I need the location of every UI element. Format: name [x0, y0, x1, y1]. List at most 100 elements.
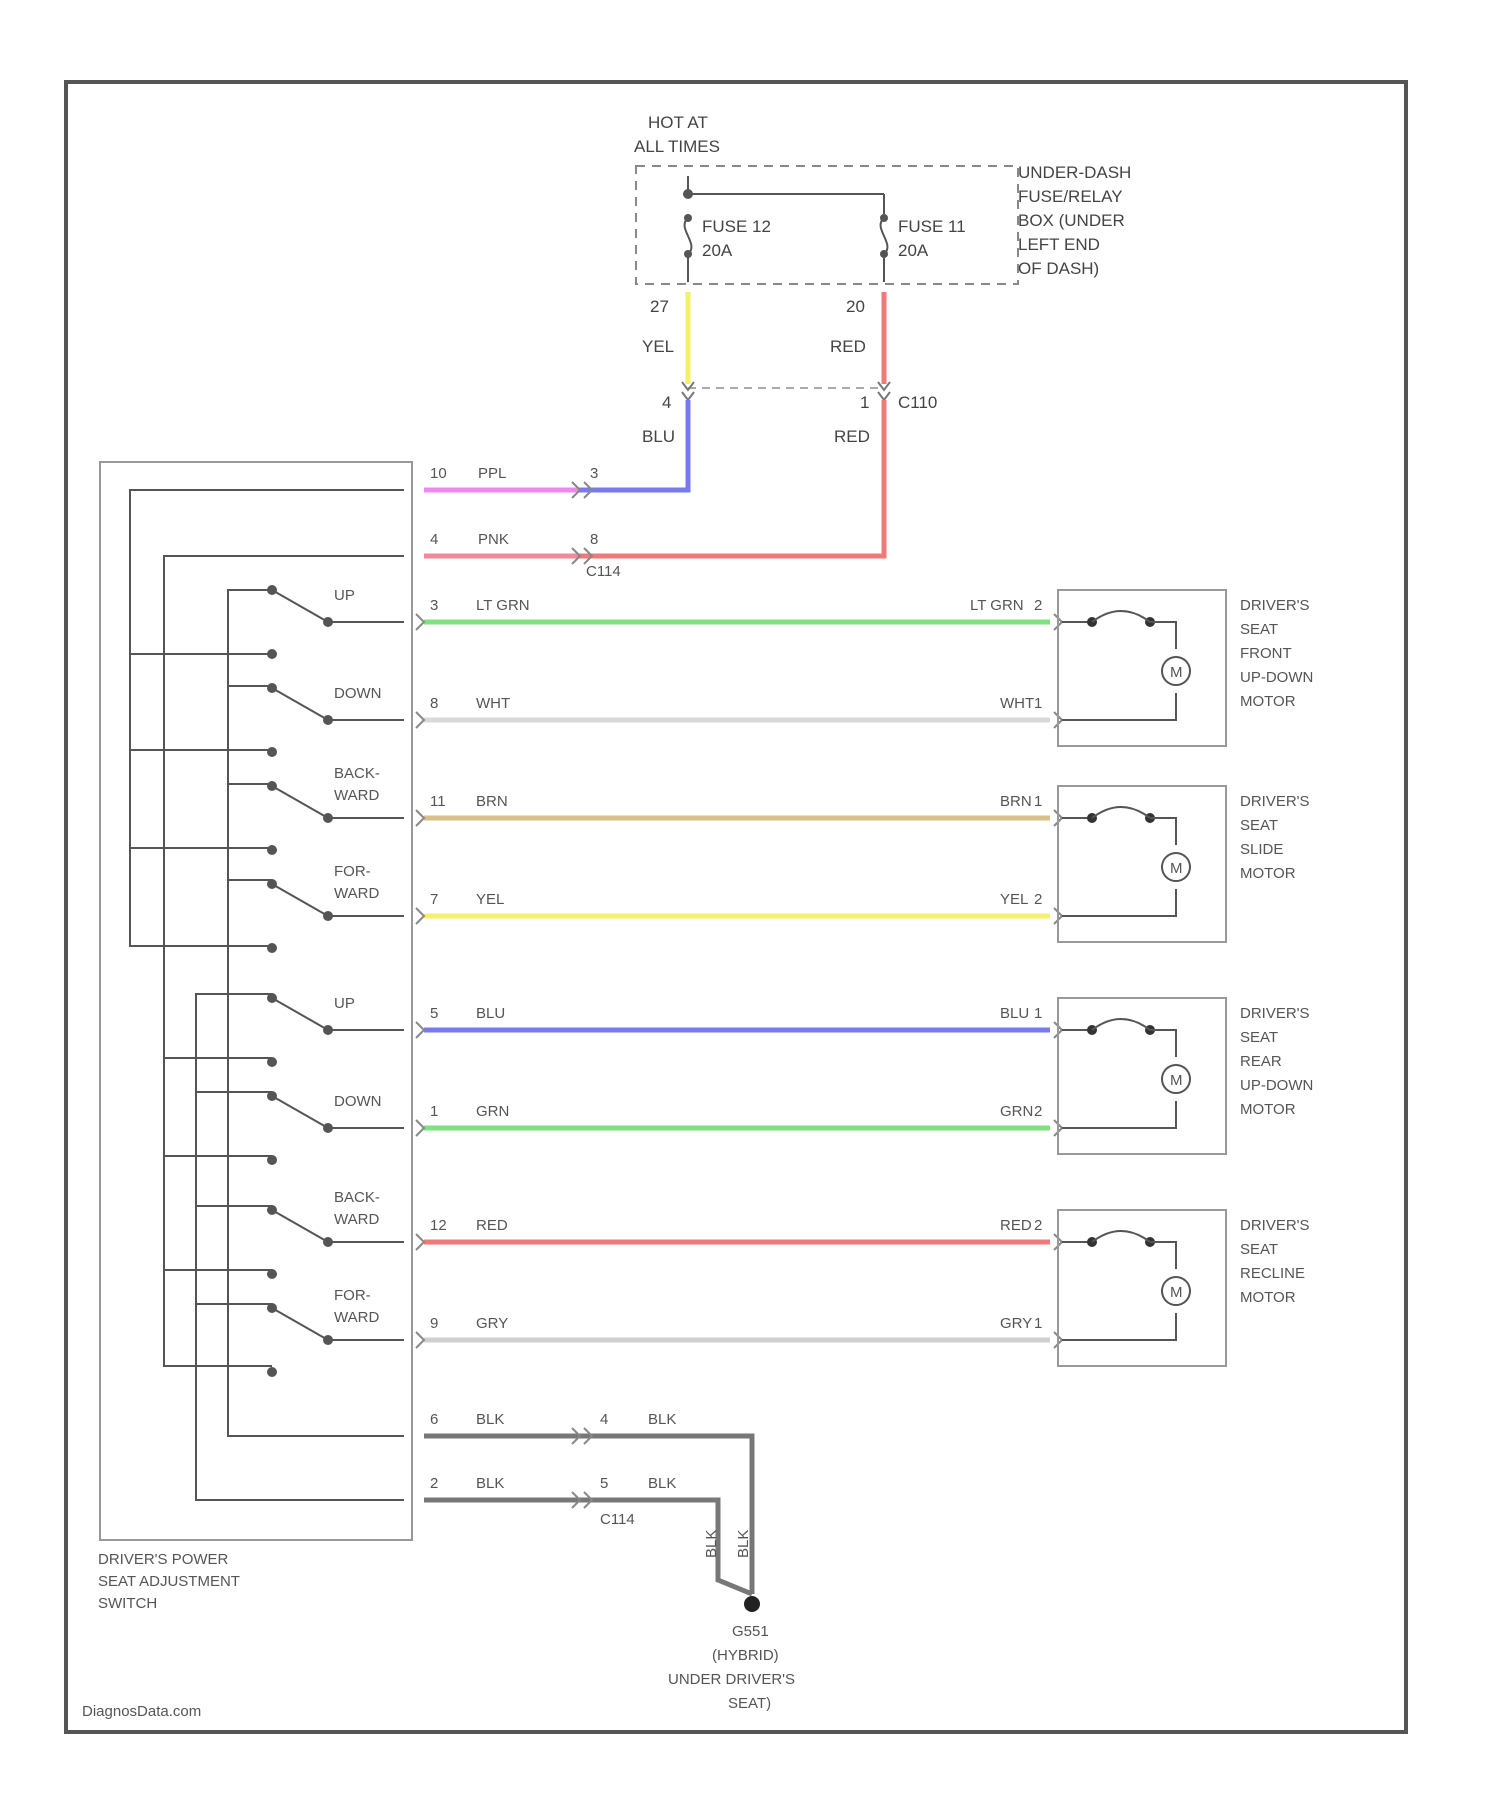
- wire-color-label: GRN: [1000, 1103, 1033, 1120]
- wire-color-label: WHT: [1000, 695, 1034, 712]
- fuse-box-label: UNDER-DASH FUSE/RELAY BOX (UNDER LEFT EN…: [1018, 163, 1131, 278]
- svg-text:SEAT ADJUSTMENT: SEAT ADJUSTMENT: [98, 1573, 240, 1590]
- motor-label: MOTOR: [1240, 1289, 1296, 1306]
- switch-position-label: UP: [334, 587, 355, 604]
- fuse-12-pin: 27: [650, 297, 669, 316]
- wire-color-label: YEL: [1000, 891, 1028, 908]
- switch-position-4: FOR-WARD: [267, 863, 404, 953]
- motor-wire-lt-grn: 3 LT GRN LT GRN 2: [416, 597, 1062, 630]
- switch-pin-label: 12: [430, 1217, 447, 1234]
- motor-wire-yel: 7YELYEL2: [416, 891, 1062, 924]
- motor-label: UP-DOWN: [1240, 669, 1313, 686]
- svg-text:5: 5: [600, 1475, 608, 1492]
- switch-pin-label: 1: [430, 1103, 438, 1120]
- svg-text:8: 8: [590, 531, 598, 548]
- motor-pin-label: 2: [1034, 1103, 1042, 1120]
- switch-input-labels: 10 PPL 3 4 PNK 8 C114: [430, 465, 621, 580]
- wire-color-label: BRN: [1000, 793, 1032, 810]
- switch-position-label: FOR-: [334, 863, 371, 880]
- power-source-label-2: ALL TIMES: [634, 137, 720, 156]
- motor-wire-wht: 8WHTWHT1: [416, 695, 1062, 728]
- svg-text:BLK: BLK: [476, 1411, 504, 1428]
- switch-position-5: UP: [267, 993, 404, 1067]
- wire-red-feed: [578, 400, 884, 556]
- motor-label: UP-DOWN: [1240, 1077, 1313, 1094]
- wire-color-label: RED: [476, 1217, 508, 1234]
- motor-label: DRIVER'S: [1240, 1217, 1310, 1234]
- fuse-11-pin: 20: [846, 297, 865, 316]
- c110-pin-left: 4: [662, 393, 671, 412]
- seat-switch-label: DRIVER'S POWER SEAT ADJUSTMENT SWITCH: [98, 1551, 240, 1612]
- svg-text:DRIVER'S POWER: DRIVER'S POWER: [98, 1551, 229, 1568]
- svg-text:M: M: [1170, 1284, 1183, 1301]
- svg-text:10: 10: [430, 465, 447, 482]
- svg-text:BLK: BLK: [703, 1530, 720, 1558]
- wire-color-label: BRN: [476, 793, 508, 810]
- motor-label: DRIVER'S: [1240, 597, 1310, 614]
- svg-text:M: M: [1170, 664, 1183, 681]
- motor-4: M DRIVER'S SEAT RECLINE MOTOR: [1058, 1210, 1310, 1366]
- motor-pin-label: 1: [1034, 695, 1042, 712]
- switch-position-7: BACK-WARD: [267, 1189, 404, 1279]
- motor-label: DRIVER'S: [1240, 793, 1310, 810]
- c110-wire-right: RED: [834, 427, 870, 446]
- wire-color-label: GRY: [476, 1315, 508, 1332]
- ground-label: G551 (HYBRID) UNDER DRIVER'S SEAT): [668, 1623, 795, 1712]
- svg-text:6: 6: [430, 1411, 438, 1428]
- motor-label: REAR: [1240, 1053, 1282, 1070]
- svg-text:FUSE 11: FUSE 11: [898, 217, 966, 236]
- switch-position-8: FOR-WARD: [267, 1287, 404, 1377]
- wire-color-label: GRN: [476, 1103, 509, 1120]
- fuse-11: FUSE 11 20A 20: [846, 214, 966, 316]
- svg-text:FUSE 12: FUSE 12: [702, 217, 771, 236]
- svg-text:OF DASH): OF DASH): [1018, 259, 1099, 278]
- motor-label: RECLINE: [1240, 1265, 1305, 1282]
- switch-position-label: BACK-: [334, 765, 380, 782]
- switch-position-6: DOWN: [267, 1091, 404, 1165]
- motor-pin-label: 2: [1034, 1217, 1042, 1234]
- svg-text:M: M: [1170, 1072, 1183, 1089]
- wire-color-label: RED: [1000, 1217, 1032, 1234]
- svg-text:4: 4: [430, 531, 438, 548]
- c110-label: C110: [898, 393, 937, 412]
- wire-color-label: LT GRN: [476, 597, 530, 614]
- motor-label: SEAT: [1240, 1029, 1278, 1046]
- ground-terminal: [744, 1596, 760, 1612]
- wire-color-label: LT GRN: [970, 597, 1024, 614]
- motors: MDRIVER'SSEATFRONTUP-DOWNMOTORMDRIVER'SS…: [1058, 590, 1313, 1366]
- svg-text:PPL: PPL: [478, 465, 506, 482]
- svg-text:SWITCH: SWITCH: [98, 1595, 157, 1612]
- motor-2: MDRIVER'SSEATSLIDEMOTOR: [1058, 786, 1310, 942]
- c110-wire-left: BLU: [642, 427, 675, 446]
- motor-label: SEAT: [1240, 1241, 1278, 1258]
- svg-text:BLK: BLK: [735, 1530, 752, 1558]
- svg-text:BLK: BLK: [476, 1475, 504, 1492]
- svg-text:FUSE/RELAY: FUSE/RELAY: [1018, 187, 1123, 206]
- wire-color-label: YEL: [476, 891, 504, 908]
- motor-label: SEAT: [1240, 817, 1278, 834]
- switch-pin-label: 7: [430, 891, 438, 908]
- switch-position-label: DOWN: [334, 1093, 382, 1110]
- diagram-frame: [66, 82, 1406, 1732]
- svg-text:BOX (UNDER: BOX (UNDER: [1018, 211, 1125, 230]
- power-source-label-1: HOT AT: [648, 113, 708, 132]
- motor-pin-label: 1: [1034, 1005, 1042, 1022]
- svg-text:UNDER DRIVER'S: UNDER DRIVER'S: [668, 1671, 795, 1688]
- svg-text:BLK: BLK: [648, 1475, 676, 1492]
- c110-pins: [682, 382, 890, 400]
- motor-pin-label: 2: [1034, 597, 1042, 614]
- motor-wire-blu: 5BLUBLU1: [416, 1005, 1062, 1038]
- switch-pin-label: 3: [430, 597, 438, 614]
- switch-position-label: UP: [334, 995, 355, 1012]
- motor-label: MOTOR: [1240, 865, 1296, 882]
- wire-yel-label: YEL: [642, 337, 674, 356]
- motor-label: MOTOR: [1240, 1101, 1296, 1118]
- switch-internal-wiring: [130, 490, 404, 1500]
- switch-pin-label: 9: [430, 1315, 438, 1332]
- motor-1: MDRIVER'SSEATFRONTUP-DOWNMOTOR: [1058, 590, 1313, 746]
- wire-color-label: GRY: [1000, 1315, 1032, 1332]
- switch-position-label: WARD: [334, 1211, 379, 1228]
